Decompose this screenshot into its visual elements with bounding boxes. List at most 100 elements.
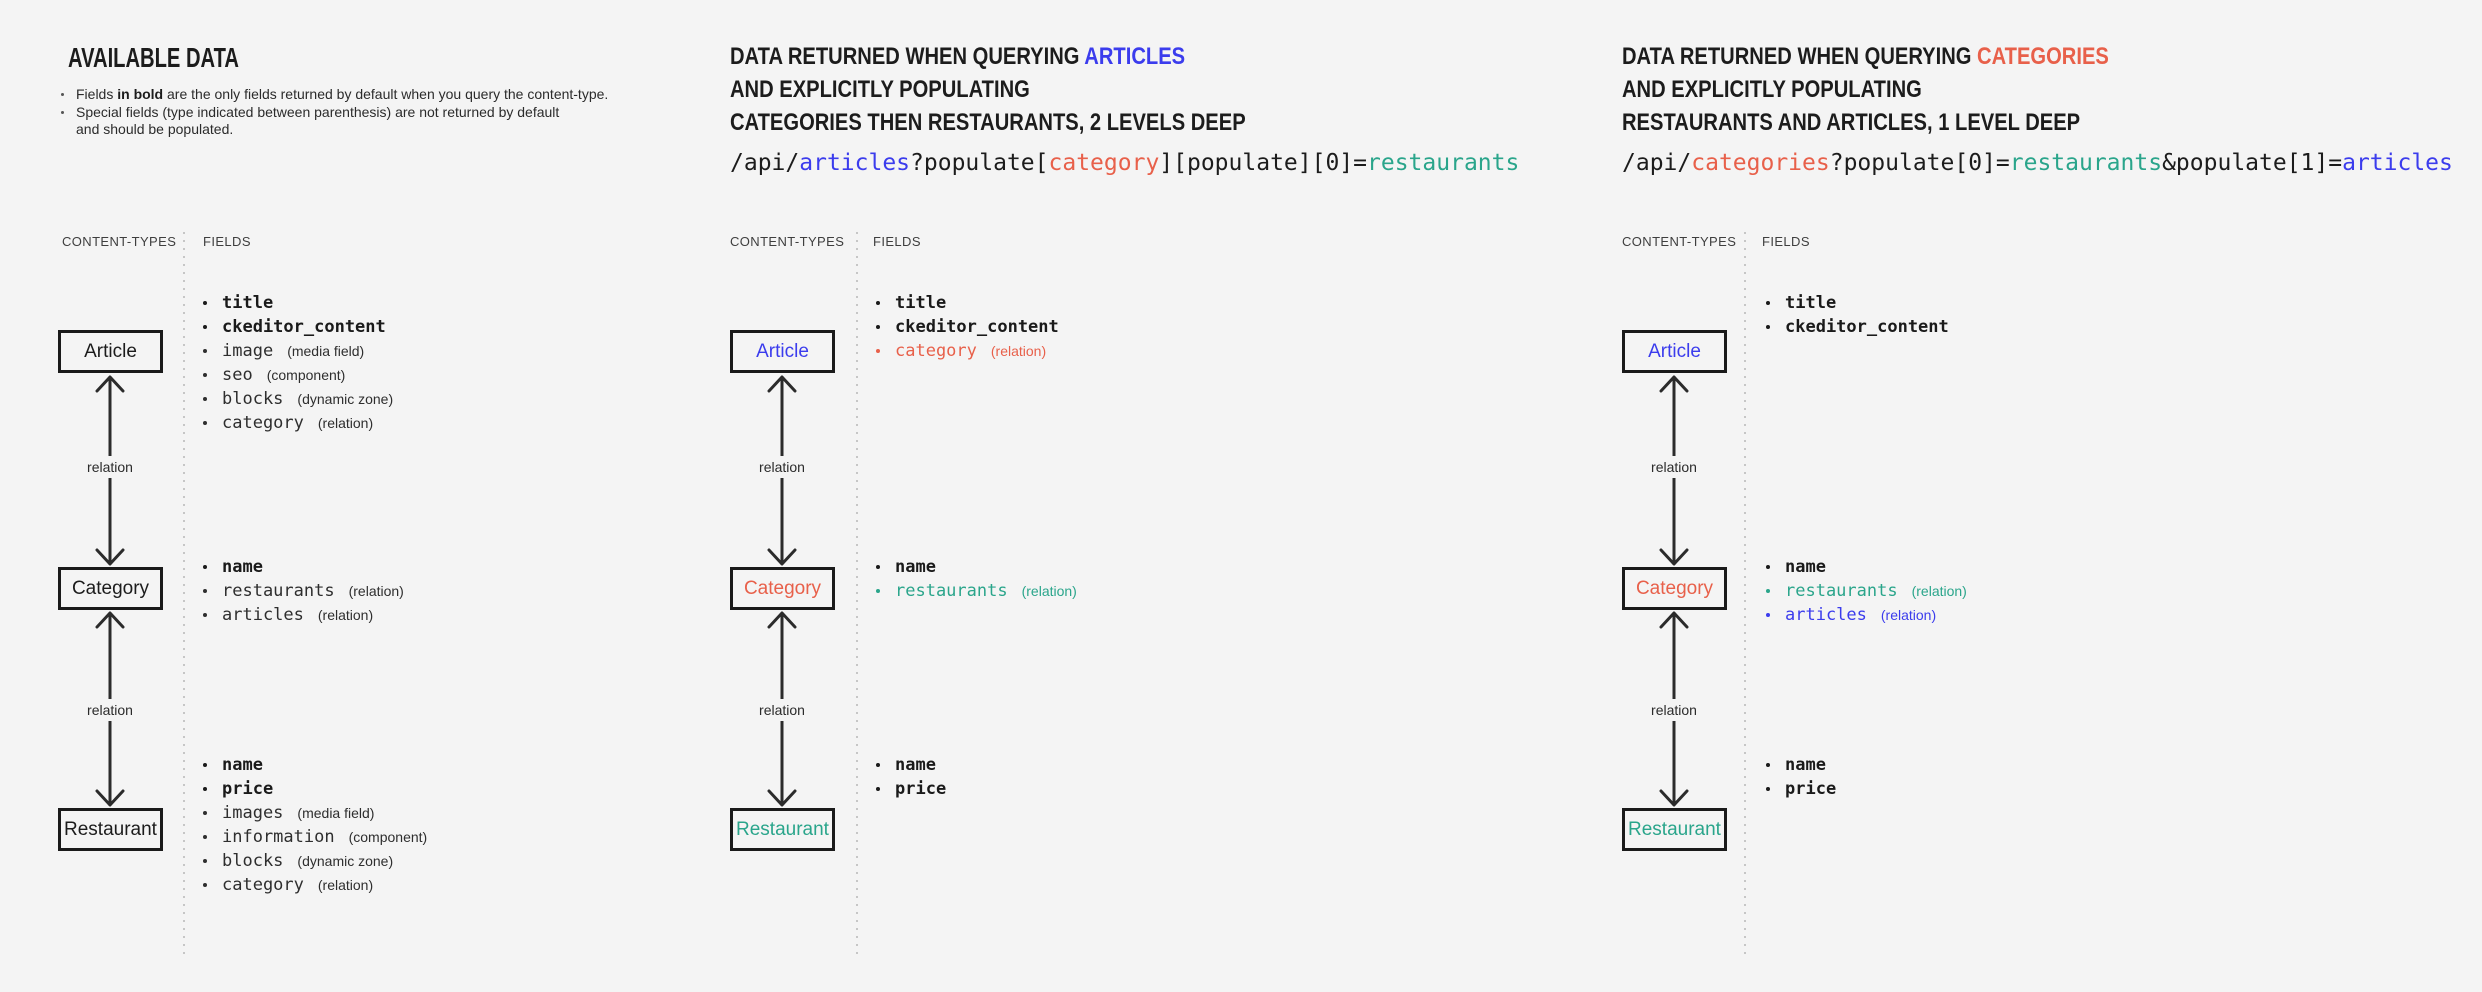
note-item: Fields in bold are the only fields retur… bbox=[60, 86, 608, 104]
node-category-box: Category bbox=[730, 567, 835, 610]
node-article-box: Article bbox=[58, 330, 163, 373]
bullet-icon bbox=[203, 859, 207, 863]
relation-label: relation bbox=[70, 699, 150, 721]
node-restaurant-box: Restaurant bbox=[730, 808, 835, 851]
api-url-segment: restaurants bbox=[1367, 150, 1520, 176]
title-highlight: ARTICLES bbox=[1084, 43, 1186, 70]
note-text: Fields in bold are the only fields retur… bbox=[76, 86, 609, 102]
field-item: name bbox=[876, 753, 946, 777]
column-header-content-types: CONTENT-TYPES bbox=[62, 234, 177, 249]
node-article-label: Article bbox=[84, 340, 137, 362]
api-url-segment: &populate[1]= bbox=[2162, 150, 2343, 176]
api-url-segment: ][populate][0]= bbox=[1159, 150, 1368, 176]
title-line: AND EXPLICITLY POPULATING bbox=[730, 76, 1030, 103]
bullet-icon bbox=[1766, 325, 1770, 329]
field-item: articles(relation) bbox=[203, 603, 404, 627]
field-type: (component) bbox=[348, 829, 428, 845]
fields-list-article: title ckeditor_content image(media field… bbox=[203, 291, 393, 435]
field-item: blocks(dynamic zone) bbox=[203, 849, 427, 873]
note-text: Special fields (type indicated between p… bbox=[76, 103, 560, 138]
bullet-icon bbox=[203, 325, 207, 329]
fields-list-category: name restaurants(relation) articles(rela… bbox=[203, 555, 404, 627]
field-item: ckeditor_content bbox=[203, 315, 393, 339]
field-type: (relation) bbox=[317, 877, 374, 893]
bullet-icon bbox=[203, 421, 207, 425]
note-item: Special fields (type indicated between p… bbox=[60, 104, 608, 139]
bullet-icon bbox=[876, 565, 880, 569]
bullet-icon bbox=[203, 811, 207, 815]
title-line: AND EXPLICITLY POPULATING bbox=[1622, 76, 1922, 103]
fields-list-article: title ckeditor_content bbox=[1766, 291, 1949, 339]
bullet-icon bbox=[203, 349, 207, 353]
field-item: name bbox=[1766, 555, 1967, 579]
title-line: DATA RETURNED WHEN QUERYING ARTICLES bbox=[730, 43, 1186, 70]
field-item: image(media field) bbox=[203, 339, 393, 363]
field-item: category(relation) bbox=[203, 873, 427, 897]
bullet-icon bbox=[203, 301, 207, 305]
field-type: (dynamic zone) bbox=[297, 391, 394, 407]
fields-list-restaurant: name price images(media field) informati… bbox=[203, 753, 427, 897]
column-divider bbox=[856, 232, 858, 957]
column-header-fields: FIELDS bbox=[203, 234, 251, 249]
bullet-icon bbox=[203, 763, 207, 767]
title-line: CATEGORIES THEN RESTAURANTS, 2 LEVELS DE… bbox=[730, 109, 1246, 136]
field-type: (relation) bbox=[317, 415, 374, 431]
node-restaurant-label: Restaurant bbox=[1628, 818, 1721, 840]
field-item: title bbox=[1766, 291, 1949, 315]
field-type: (relation) bbox=[990, 343, 1047, 359]
fields-list-restaurant: name price bbox=[876, 753, 946, 801]
field-type: (relation) bbox=[1021, 583, 1077, 599]
page-title: DATA RETURNED WHEN QUERYING ARTICLES AND… bbox=[730, 40, 1246, 139]
node-restaurant-box: Restaurant bbox=[58, 808, 163, 851]
bullet-icon bbox=[876, 325, 880, 329]
bullet-icon bbox=[203, 613, 207, 617]
bullet-icon bbox=[1766, 613, 1770, 617]
bullet-icon bbox=[203, 787, 207, 791]
bullet-icon bbox=[61, 110, 64, 114]
title-line: DATA RETURNED WHEN QUERYING CATEGORIES bbox=[1622, 43, 2109, 70]
relation-label: relation bbox=[70, 456, 150, 478]
field-type: (relation) bbox=[1880, 607, 1937, 623]
field-item: price bbox=[1766, 777, 1836, 801]
field-item: restaurants(relation) bbox=[1766, 579, 1967, 603]
field-type: (relation) bbox=[317, 607, 374, 623]
title-line: RESTAURANTS AND ARTICLES, 1 LEVEL DEEP bbox=[1622, 109, 2081, 136]
api-url-segment: ?populate[ bbox=[910, 150, 1049, 176]
fields-list-category: name restaurants(relation) bbox=[876, 555, 1077, 603]
api-url: /api/categories?populate[0]=restaurants&… bbox=[1622, 150, 2453, 176]
bullet-icon bbox=[876, 349, 880, 353]
field-item: restaurants(relation) bbox=[203, 579, 404, 603]
field-item: name bbox=[203, 555, 404, 579]
field-item: images(media field) bbox=[203, 801, 427, 825]
relation-label: relation bbox=[1634, 456, 1714, 478]
column-header-fields: FIELDS bbox=[873, 234, 921, 249]
api-url-segment: restaurants bbox=[2009, 150, 2163, 176]
field-type: (component) bbox=[266, 367, 346, 383]
node-restaurant-label: Restaurant bbox=[736, 818, 829, 840]
field-item: ckeditor_content bbox=[1766, 315, 1949, 339]
bullet-icon bbox=[876, 589, 880, 593]
node-category-box: Category bbox=[58, 567, 163, 610]
bullet-icon bbox=[203, 883, 207, 887]
notes: Fields in bold are the only fields retur… bbox=[60, 86, 608, 139]
field-item: ckeditor_content bbox=[876, 315, 1059, 339]
node-restaurant-label: Restaurant bbox=[64, 818, 157, 840]
field-type: (media field) bbox=[297, 805, 375, 821]
column-divider bbox=[1744, 232, 1746, 957]
field-item: information(component) bbox=[203, 825, 427, 849]
field-item: seo(component) bbox=[203, 363, 393, 387]
fields-list-category: name restaurants(relation) articles(rela… bbox=[1766, 555, 1967, 627]
api-url-segment: articles bbox=[799, 150, 911, 176]
field-type: (dynamic zone) bbox=[297, 853, 394, 869]
bullet-icon bbox=[1766, 301, 1770, 305]
api-url-segment: /api/ bbox=[1622, 150, 1692, 176]
fields-list-restaurant: name price bbox=[1766, 753, 1836, 801]
bullet-icon bbox=[876, 787, 880, 791]
field-item: restaurants(relation) bbox=[876, 579, 1077, 603]
api-url-segment: category bbox=[1048, 150, 1160, 176]
panel-available-data: AVAILABLE DATA Fields in bold are the on… bbox=[58, 0, 678, 992]
relation-label: relation bbox=[1634, 699, 1714, 721]
relation-label: relation bbox=[742, 699, 822, 721]
bullet-icon bbox=[1766, 565, 1770, 569]
field-item: articles(relation) bbox=[1766, 603, 1967, 627]
